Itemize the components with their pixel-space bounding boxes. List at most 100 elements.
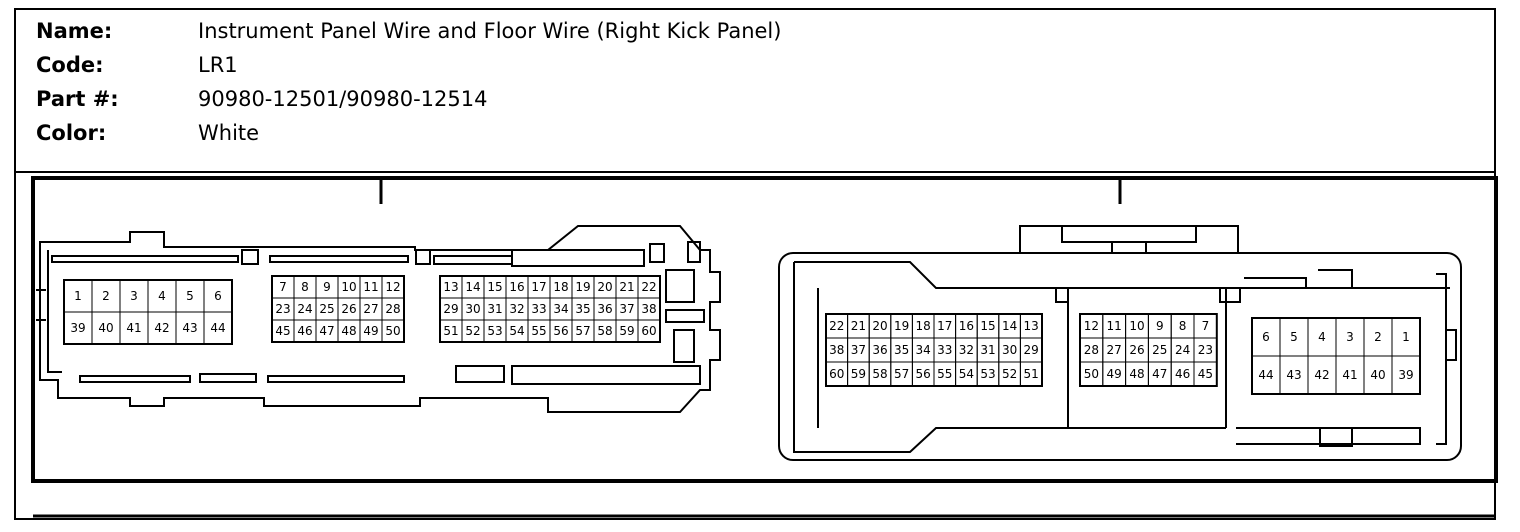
- pin-13: 13: [443, 280, 458, 294]
- pin-40: 40: [1370, 368, 1385, 382]
- pin-cell: [1019, 361, 1043, 387]
- pin-22: 22: [641, 280, 656, 294]
- pin-31: 31: [487, 302, 502, 316]
- pin-cell: [381, 319, 405, 343]
- pin-55: 55: [937, 367, 952, 381]
- pin-21: 21: [851, 319, 866, 333]
- pin-6: 6: [1262, 330, 1270, 344]
- pin-56: 56: [916, 367, 931, 381]
- pin-39: 39: [70, 321, 85, 335]
- pin-37: 37: [851, 343, 866, 357]
- pin-27: 27: [363, 302, 378, 316]
- pin-58: 58: [597, 324, 612, 338]
- pin-26: 26: [341, 302, 356, 316]
- pin-15: 15: [980, 319, 995, 333]
- pin-29: 29: [443, 302, 458, 316]
- pin-58: 58: [872, 367, 887, 381]
- name-row: Name: Instrument Panel Wire and Floor Wi…: [36, 16, 781, 46]
- pin-14: 14: [1002, 319, 1017, 333]
- pin-18: 18: [553, 280, 568, 294]
- pin-29: 29: [1024, 343, 1039, 357]
- pin-24: 24: [297, 302, 312, 316]
- pin-19: 19: [575, 280, 590, 294]
- pin-2: 2: [1374, 330, 1382, 344]
- pin-51: 51: [443, 324, 458, 338]
- pin-35: 35: [894, 343, 909, 357]
- part-label: Part #:: [36, 87, 119, 111]
- pin-25: 25: [319, 302, 334, 316]
- pin-55: 55: [531, 324, 546, 338]
- code-value: LR1: [198, 53, 238, 77]
- pin-1: 1: [1402, 330, 1410, 344]
- pin-28: 28: [1084, 343, 1099, 357]
- pin-9: 9: [323, 280, 331, 294]
- pin-7: 7: [1202, 319, 1210, 333]
- part-row: Part #: 90980-12501/90980-12514: [36, 84, 487, 114]
- pin-47: 47: [1152, 367, 1167, 381]
- pin-17: 17: [937, 319, 952, 333]
- pin-2: 2: [102, 289, 110, 303]
- pin-27: 27: [1107, 343, 1122, 357]
- pin-20: 20: [597, 280, 612, 294]
- color-label: Color:: [36, 121, 107, 145]
- pin-12: 12: [385, 280, 400, 294]
- pin-51: 51: [1024, 367, 1039, 381]
- pin-59: 59: [619, 324, 634, 338]
- pin-50: 50: [385, 324, 400, 338]
- pin-11: 11: [363, 280, 378, 294]
- name-label: Name:: [36, 19, 113, 43]
- pin-16: 16: [509, 280, 524, 294]
- pin-31: 31: [980, 343, 995, 357]
- pin-16: 16: [959, 319, 974, 333]
- pin-cell: [1391, 355, 1421, 395]
- left-connector-housing: [36, 225, 721, 413]
- pin-41: 41: [1342, 368, 1357, 382]
- pin-43: 43: [1286, 368, 1301, 382]
- pin-54: 54: [509, 324, 524, 338]
- pin-4: 4: [1318, 330, 1326, 344]
- pin-34: 34: [553, 302, 568, 316]
- pin-32: 32: [509, 302, 524, 316]
- pin-52: 52: [1002, 367, 1017, 381]
- pin-14: 14: [465, 280, 480, 294]
- pin-34: 34: [916, 343, 931, 357]
- pin-cell: [637, 319, 661, 343]
- pin-42: 42: [154, 321, 169, 335]
- pin-44: 44: [1258, 368, 1273, 382]
- pin-7: 7: [279, 280, 287, 294]
- pin-28: 28: [385, 302, 400, 316]
- pin-13: 13: [1024, 319, 1039, 333]
- center-bracket: [379, 180, 1122, 204]
- pin-36: 36: [597, 302, 612, 316]
- pin-20: 20: [872, 319, 887, 333]
- pin-30: 30: [465, 302, 480, 316]
- pin-10: 10: [1129, 319, 1144, 333]
- pin-11: 11: [1107, 319, 1122, 333]
- pin-45: 45: [275, 324, 290, 338]
- pin-60: 60: [829, 367, 844, 381]
- part-value: 90980-12501/90980-12514: [198, 87, 488, 111]
- pin-56: 56: [553, 324, 568, 338]
- pin-35: 35: [575, 302, 590, 316]
- pin-12: 12: [1084, 319, 1099, 333]
- pin-32: 32: [959, 343, 974, 357]
- pin-3: 3: [130, 289, 138, 303]
- pin-21: 21: [619, 280, 634, 294]
- pin-15: 15: [487, 280, 502, 294]
- pin-57: 57: [894, 367, 909, 381]
- pin-60: 60: [641, 324, 656, 338]
- color-value: White: [198, 121, 260, 145]
- code-row: Code: LR1: [36, 50, 238, 80]
- pin-46: 46: [1175, 367, 1190, 381]
- pin-8: 8: [301, 280, 309, 294]
- pin-44: 44: [210, 321, 225, 335]
- pin-33: 33: [531, 302, 546, 316]
- pin-18: 18: [916, 319, 931, 333]
- pin-53: 53: [980, 367, 995, 381]
- pin-30: 30: [1002, 343, 1017, 357]
